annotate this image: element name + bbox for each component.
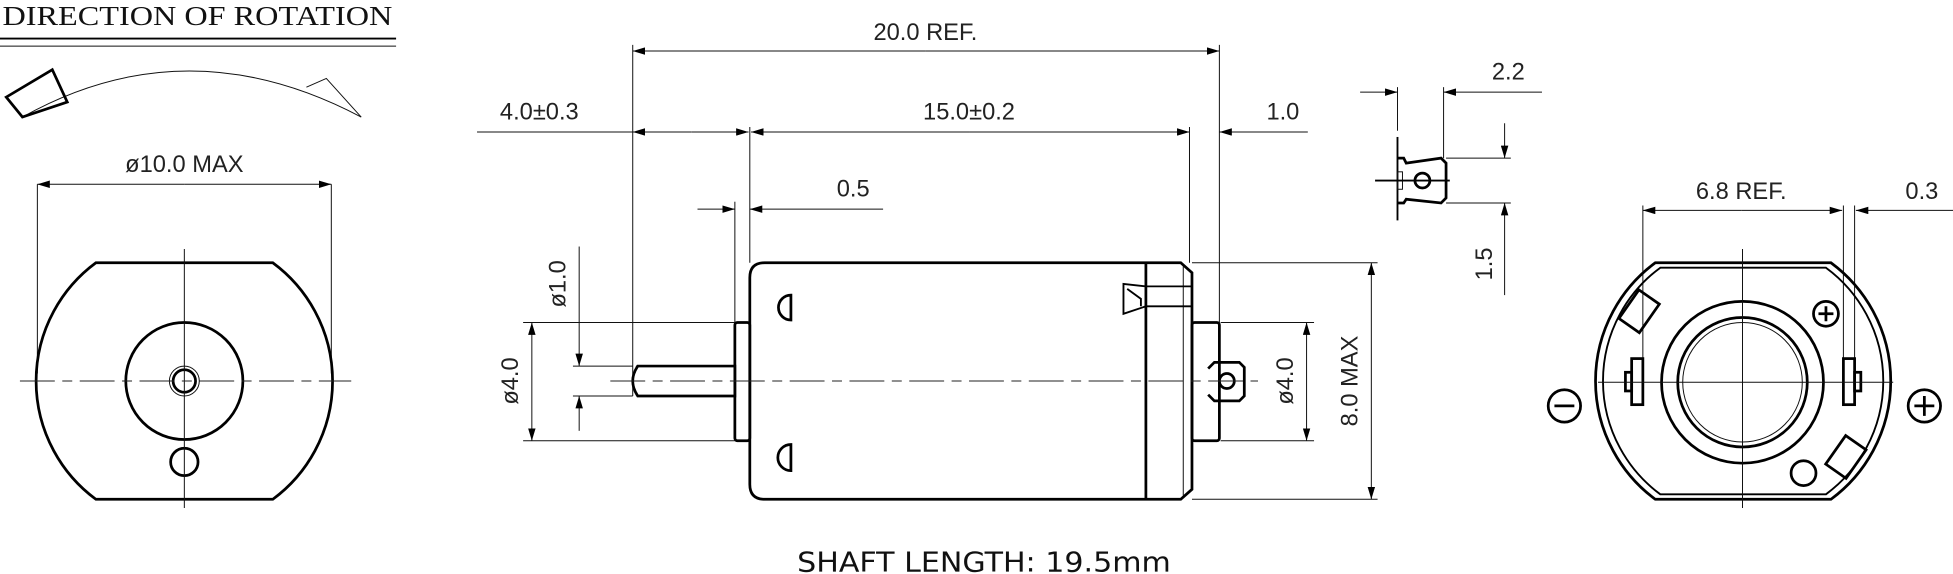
shaft	[631, 364, 737, 398]
dim-dia-4-right: ø4.0	[1273, 357, 1299, 404]
dim-cap: 1.0	[1266, 100, 1299, 126]
dim-dia-4-left: ø4.0	[498, 357, 524, 404]
rear-bearing-boss	[1190, 321, 1221, 443]
minus-polarity-icon	[1546, 388, 1582, 424]
body-mark-top	[777, 293, 793, 322]
front-housing	[34, 261, 334, 501]
dim-ref-6-8: 6.8 REF.	[1696, 179, 1787, 205]
rear-hole	[1789, 459, 1818, 487]
dim-dia-1: ø1.0	[545, 260, 571, 307]
side-terminal	[1207, 360, 1246, 403]
body-mark-bottom	[776, 443, 793, 473]
rotation-title: DIRECTION OF ROTATION	[2, 1, 392, 31]
front-bearing-boss	[733, 321, 752, 443]
rotation-arrowhead-icon	[306, 77, 362, 118]
shaft-length-note: SHAFT LENGTH: 19.5mm	[797, 548, 1171, 574]
cap-notch	[1122, 282, 1192, 316]
plus-polarity-icon	[1906, 388, 1942, 424]
dim-term-2-2: 2.2	[1492, 60, 1525, 86]
brush-slot-right	[1842, 357, 1856, 407]
brush-symbol-icon	[4, 67, 70, 119]
clip-lower-right	[1823, 433, 1868, 481]
dim-body-len: 15.0±0.2	[923, 100, 1015, 126]
dim-dia-10: ø10.0 MAX	[125, 152, 244, 178]
terminal-detail: 2.2 1.5	[1360, 60, 1542, 296]
front-view: ø10.0 MAX	[19, 152, 352, 509]
rotation-arc	[22, 70, 362, 118]
dim-gap-0-3: 0.3	[1905, 179, 1938, 205]
dim-ref-20: 20.0 REF.	[873, 20, 977, 46]
dim-shaft-ext: 4.0±0.3	[500, 100, 579, 126]
brush-slot-left	[1630, 357, 1645, 407]
clip-upper-left	[1617, 287, 1662, 335]
dim-term-1-5: 1.5	[1472, 248, 1498, 281]
rotation-legend: DIRECTION OF ROTATION	[0, 1, 397, 119]
motor-body	[748, 261, 1194, 501]
plus-terminal-icon	[1812, 299, 1840, 328]
rear-housing	[1594, 261, 1893, 501]
dim-height-8: 8.0 MAX	[1338, 335, 1364, 426]
rear-view: 6.8 REF. 0.3	[1546, 179, 1953, 509]
side-view: 20.0 REF. 4.0±0.3 15.0±0.2 1.0 0.5	[477, 20, 1378, 574]
dim-boss: 0.5	[837, 177, 870, 203]
